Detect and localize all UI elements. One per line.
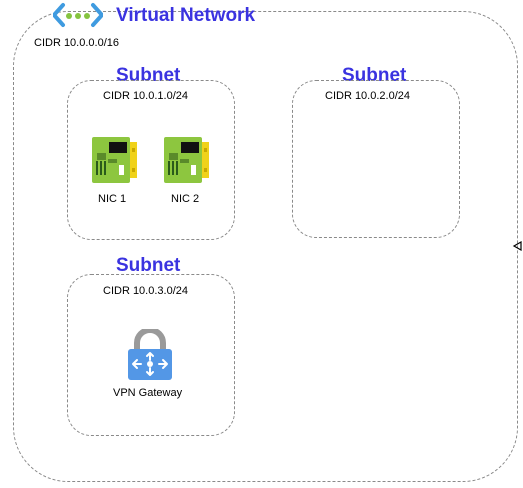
vpn-gateway-icon [128,329,172,380]
subnet-3-title: Subnet [116,255,181,276]
subnet-2-boundary [292,80,460,238]
virtual-network-boundary [13,11,518,482]
virtual-network-title: Virtual Network [116,5,256,26]
nic-icon [92,137,137,183]
arrowhead-icon [512,241,522,251]
subnet-2-cidr: CIDR 10.0.2.0/24 [325,90,410,102]
nic-icon [164,137,209,183]
subnet-3-cidr: CIDR 10.0.3.0/24 [103,285,188,297]
virtual-network-cidr: CIDR 10.0.0.0/16 [34,37,119,49]
nic-2-label: NIC 2 [171,193,200,205]
nic-1-label: NIC 1 [98,193,127,205]
vpn-gateway-label: VPN Gateway [113,387,183,399]
subnet-3-boundary [67,274,235,436]
vnet-icon [53,3,103,27]
subnet-1-cidr: CIDR 10.0.1.0/24 [103,90,188,102]
subnet-1-boundary [67,80,235,240]
